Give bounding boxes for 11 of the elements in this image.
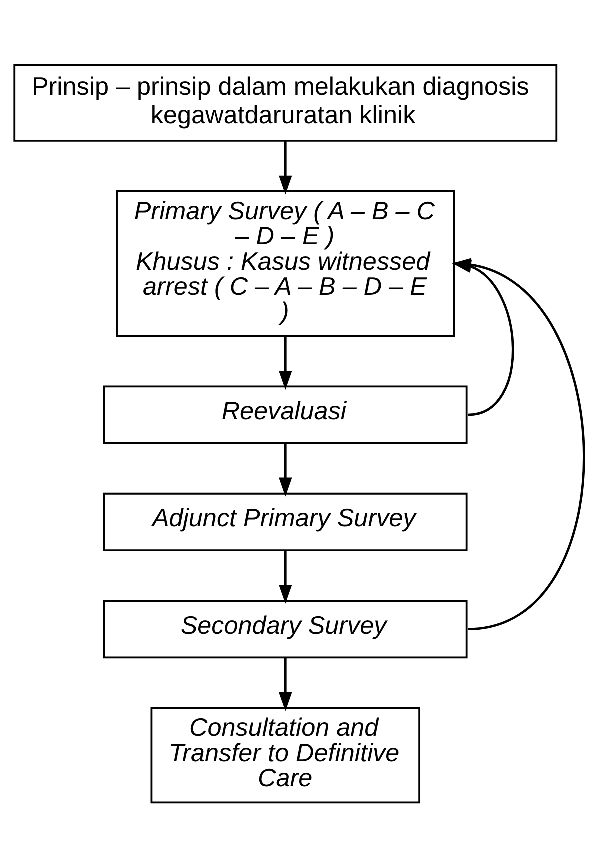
arrow: [279, 336, 292, 390]
arrow: [279, 550, 292, 604]
arrow: [279, 444, 292, 496]
node-box: Secondary Survey: [104, 600, 468, 658]
arrow: [279, 140, 292, 194]
node-box: Consultation and Transfer to Definitive Care: [150, 706, 420, 804]
node-box: Prinsip – prinsip dalam melakukan diagnosis kegawatdaruratan klinik: [14, 64, 558, 142]
node-box: Reevaluasi: [104, 385, 468, 444]
node-box: Adjunct Primary Survey: [104, 492, 468, 552]
arrow: [279, 658, 292, 711]
node-box: Primary Survey ( A – B – C – D – E ) Khusus : Kasus witnessed arrest ( C – A – B – D – E ): [116, 190, 456, 337]
